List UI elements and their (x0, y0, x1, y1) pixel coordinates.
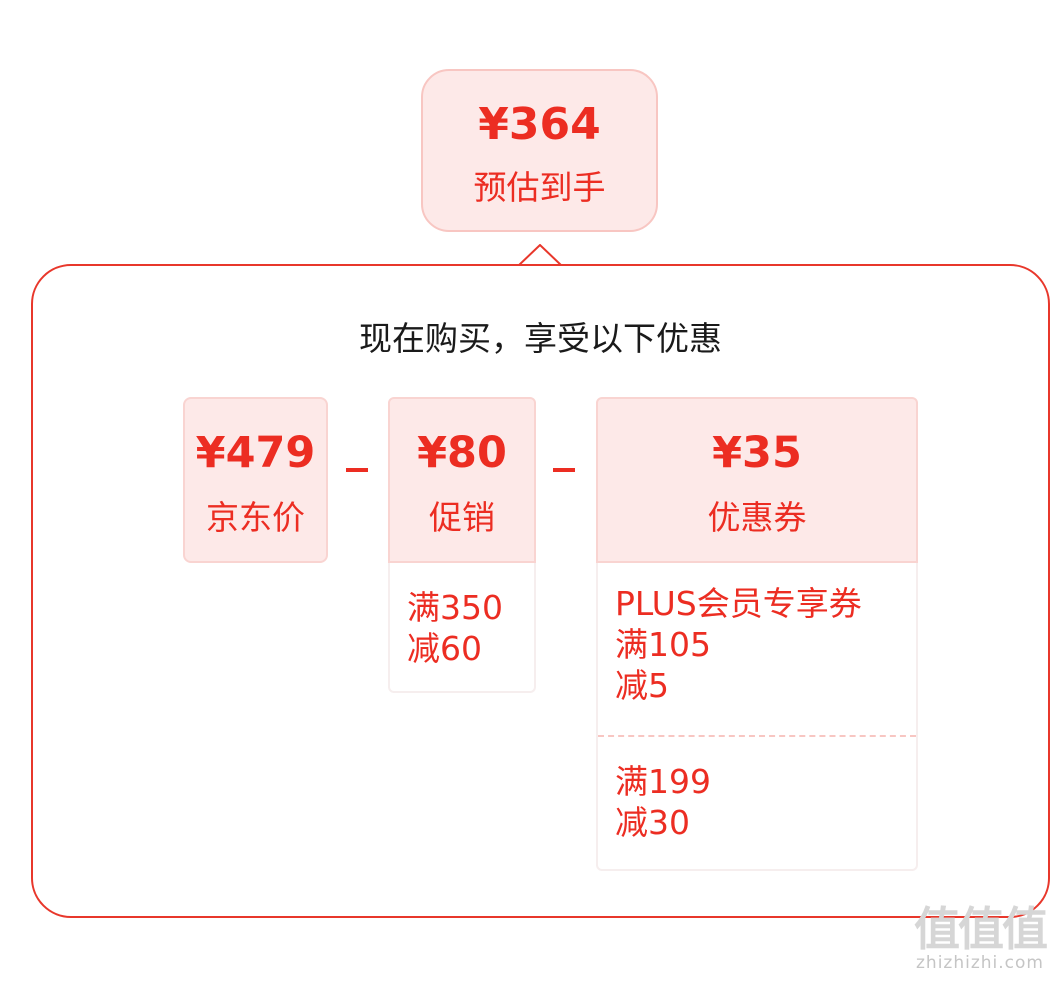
estimated-price-label: 预估到手 (473, 168, 606, 207)
estimated-price-bubble: ¥364 预估到手 (421, 69, 658, 232)
coupon-card: ¥35 优惠券 (596, 397, 918, 563)
estimated-price: ¥364 (478, 99, 601, 150)
coupon-detail: PLUS会员专享券 满105 减5 满199 减30 (596, 563, 918, 871)
promotion-card: ¥80 促销 (388, 397, 536, 563)
discount-panel: 现在购买，享受以下优惠 ¥479 京东价 ¥80 促销 ¥35 优惠券 满350… (31, 264, 1050, 918)
watermark-domain: zhizhizhi.com (916, 953, 1044, 973)
promotion-value: ¥80 (417, 428, 507, 478)
promotion-label: 促销 (429, 498, 495, 537)
jd-price-value: ¥479 (195, 428, 316, 478)
minus-sign (553, 468, 575, 472)
jd-price-card: ¥479 京东价 (183, 397, 328, 563)
promotion-detail: 满350 减60 (388, 563, 536, 693)
panel-title: 现在购买，享受以下优惠 (359, 319, 722, 358)
watermark-logo: 值值值 (914, 902, 1048, 956)
minus-sign (346, 468, 368, 472)
coupon-rule-plus: PLUS会员专享券 满105 减5 (615, 584, 862, 705)
coupon-value: ¥35 (712, 428, 802, 478)
coupon-label: 优惠券 (707, 498, 807, 537)
coupon-rule-standard: 满199 减30 (615, 762, 711, 842)
jd-price-label: 京东价 (206, 498, 305, 537)
promotion-rule: 满350 减60 (407, 588, 503, 668)
coupon-divider (598, 735, 916, 737)
site-watermark: 值值值 zhizhizhi.com (905, 905, 1055, 981)
